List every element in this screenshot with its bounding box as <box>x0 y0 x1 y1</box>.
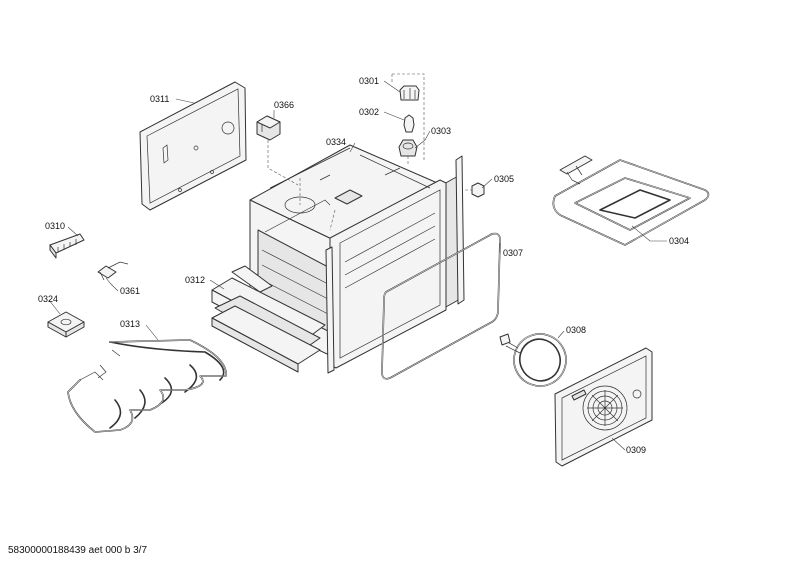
part-0310-terminal-block <box>49 233 85 259</box>
part-0302-lamp-bulb <box>403 114 415 133</box>
label-0361: 0361 <box>120 286 140 296</box>
callout-labels: 0311 0366 0301 0302 0303 0334 0305 0304 … <box>38 76 689 455</box>
label-0313: 0313 <box>120 319 140 329</box>
part-0366-fan-motor <box>256 115 281 141</box>
label-0312: 0312 <box>185 275 205 285</box>
part-0304-grill-element <box>552 155 710 246</box>
label-0307: 0307 <box>503 248 523 258</box>
label-0366: 0366 <box>274 100 294 110</box>
part-0361-clip <box>97 261 129 281</box>
label-0303: 0303 <box>431 126 451 136</box>
leader-lines <box>48 80 667 451</box>
label-0304: 0304 <box>669 236 689 246</box>
part-0312-bottom-panel <box>211 265 326 373</box>
part-0311-rear-plate <box>139 81 247 211</box>
label-0311: 0311 <box>150 94 169 104</box>
label-0334: 0334 <box>326 137 346 147</box>
part-0309-fan-cover <box>554 347 653 467</box>
part-0308-ring-element <box>499 333 567 387</box>
part-0313-heating-element <box>67 339 227 433</box>
label-0305: 0305 <box>494 174 514 184</box>
part-0324-pad <box>47 311 85 338</box>
part-0303-lamp-holder <box>398 139 418 157</box>
label-0310: 0310 <box>45 221 65 231</box>
label-0302: 0302 <box>359 107 379 117</box>
document-footer-id: 58300000188439 aet 000 b 3/7 <box>8 545 148 556</box>
part-0301-lamp-cover <box>399 85 420 101</box>
label-0324: 0324 <box>38 294 58 304</box>
part-0305-knob <box>471 182 485 198</box>
label-0309: 0309 <box>626 445 646 455</box>
label-0308: 0308 <box>566 325 586 335</box>
part-0307-door-seal <box>381 232 501 380</box>
label-0301: 0301 <box>359 76 379 86</box>
